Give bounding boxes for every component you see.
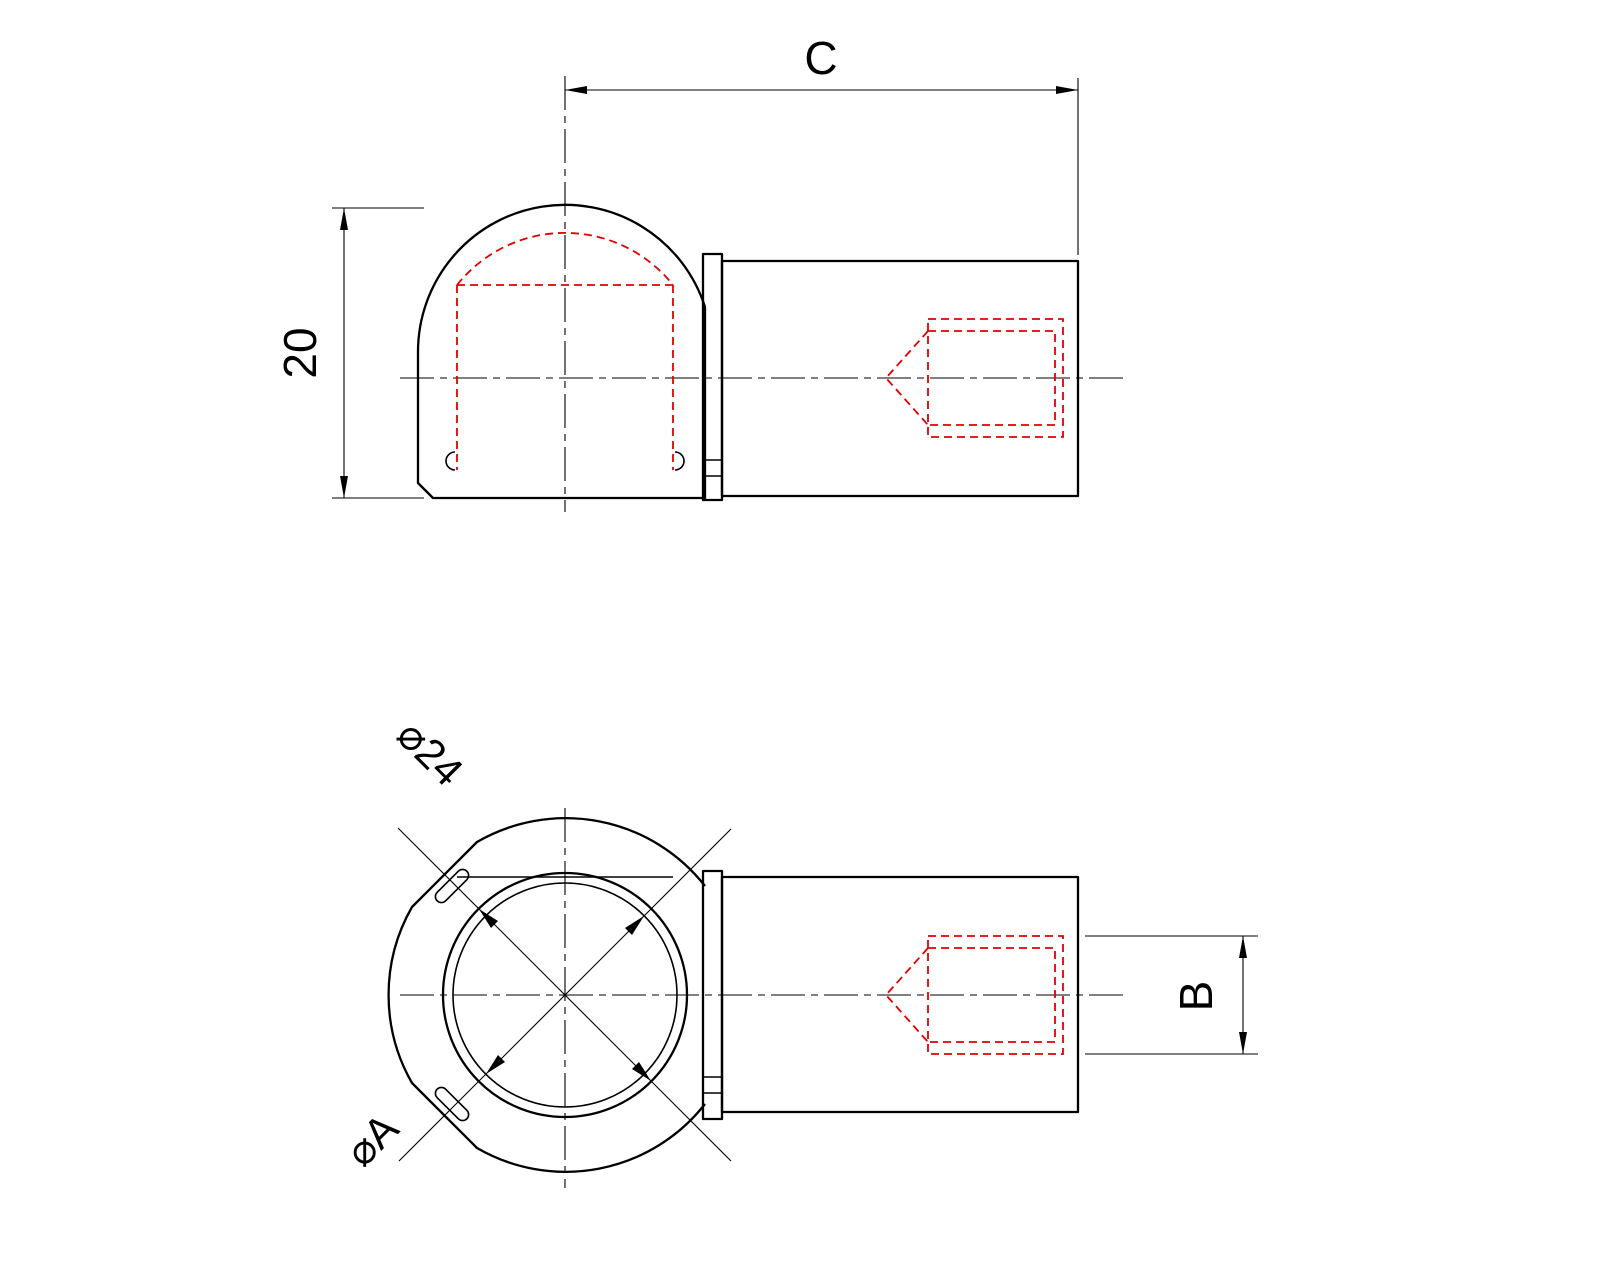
thread-minor-outline bbox=[928, 330, 1056, 426]
hidden-thread-side bbox=[884, 318, 1064, 438]
socket-crimp-tab-left bbox=[445, 451, 456, 471]
collar-steps bbox=[703, 1076, 722, 1094]
ball-socket-outline bbox=[416, 203, 707, 500]
dimension-height-20: 20 bbox=[274, 207, 424, 499]
dimension-b-label: B bbox=[1170, 981, 1222, 1012]
collar-steps bbox=[703, 459, 722, 477]
socket-crimp-tab-right bbox=[674, 451, 685, 471]
arrowhead-nw bbox=[479, 909, 498, 928]
dimension-dia-a: ⌀A bbox=[336, 828, 732, 1175]
arrowhead-se bbox=[632, 1062, 651, 1081]
dimension-line bbox=[397, 827, 732, 1162]
thread-drill-point bbox=[884, 947, 929, 1043]
arrowhead-left bbox=[565, 86, 587, 94]
arrowhead-right bbox=[1056, 86, 1078, 94]
hidden-thread-front bbox=[884, 935, 1064, 1055]
dimension-20-label: 20 bbox=[274, 327, 326, 378]
arrowhead-top bbox=[340, 208, 348, 230]
thread-major-outline bbox=[927, 935, 1064, 1055]
cylinder-outline bbox=[720, 875, 1080, 1114]
arrowhead-ne bbox=[625, 916, 644, 935]
dimension-line bbox=[398, 828, 732, 1162]
side-view-centerlines bbox=[400, 76, 1125, 512]
thread-major-outline bbox=[927, 318, 1064, 438]
side-view: C 20 bbox=[274, 32, 1125, 512]
thread-drill-point bbox=[884, 330, 929, 426]
front-view: ⌀24 ⌀A B bbox=[336, 711, 1258, 1188]
thread-minor-outline bbox=[928, 947, 1056, 1043]
arrowhead-top bbox=[1239, 936, 1247, 958]
slot-lower-left bbox=[434, 1086, 470, 1122]
dimension-dia24-label: ⌀24 bbox=[388, 711, 472, 795]
socket-bore-circle bbox=[452, 882, 678, 1108]
slot-upper-left bbox=[434, 868, 470, 904]
cavity-dome-arc bbox=[456, 232, 674, 286]
dimension-diaA-label: ⌀A bbox=[336, 1104, 407, 1175]
socket-lip-circle bbox=[441, 871, 689, 1119]
arrowhead-sw bbox=[486, 1055, 505, 1074]
dimension-b: B bbox=[1085, 935, 1258, 1055]
dimension-c: C bbox=[565, 32, 1079, 255]
arrowhead-bottom bbox=[340, 476, 348, 498]
dimension-dia-24: ⌀24 bbox=[388, 711, 732, 1162]
cylinder-outline bbox=[720, 259, 1080, 498]
hidden-ball-cavity bbox=[456, 232, 674, 470]
arrowhead-bottom bbox=[1239, 1032, 1247, 1054]
dimension-c-label: C bbox=[804, 32, 837, 84]
front-view-centerlines bbox=[400, 808, 1128, 1188]
flange-outline bbox=[387, 817, 706, 1173]
